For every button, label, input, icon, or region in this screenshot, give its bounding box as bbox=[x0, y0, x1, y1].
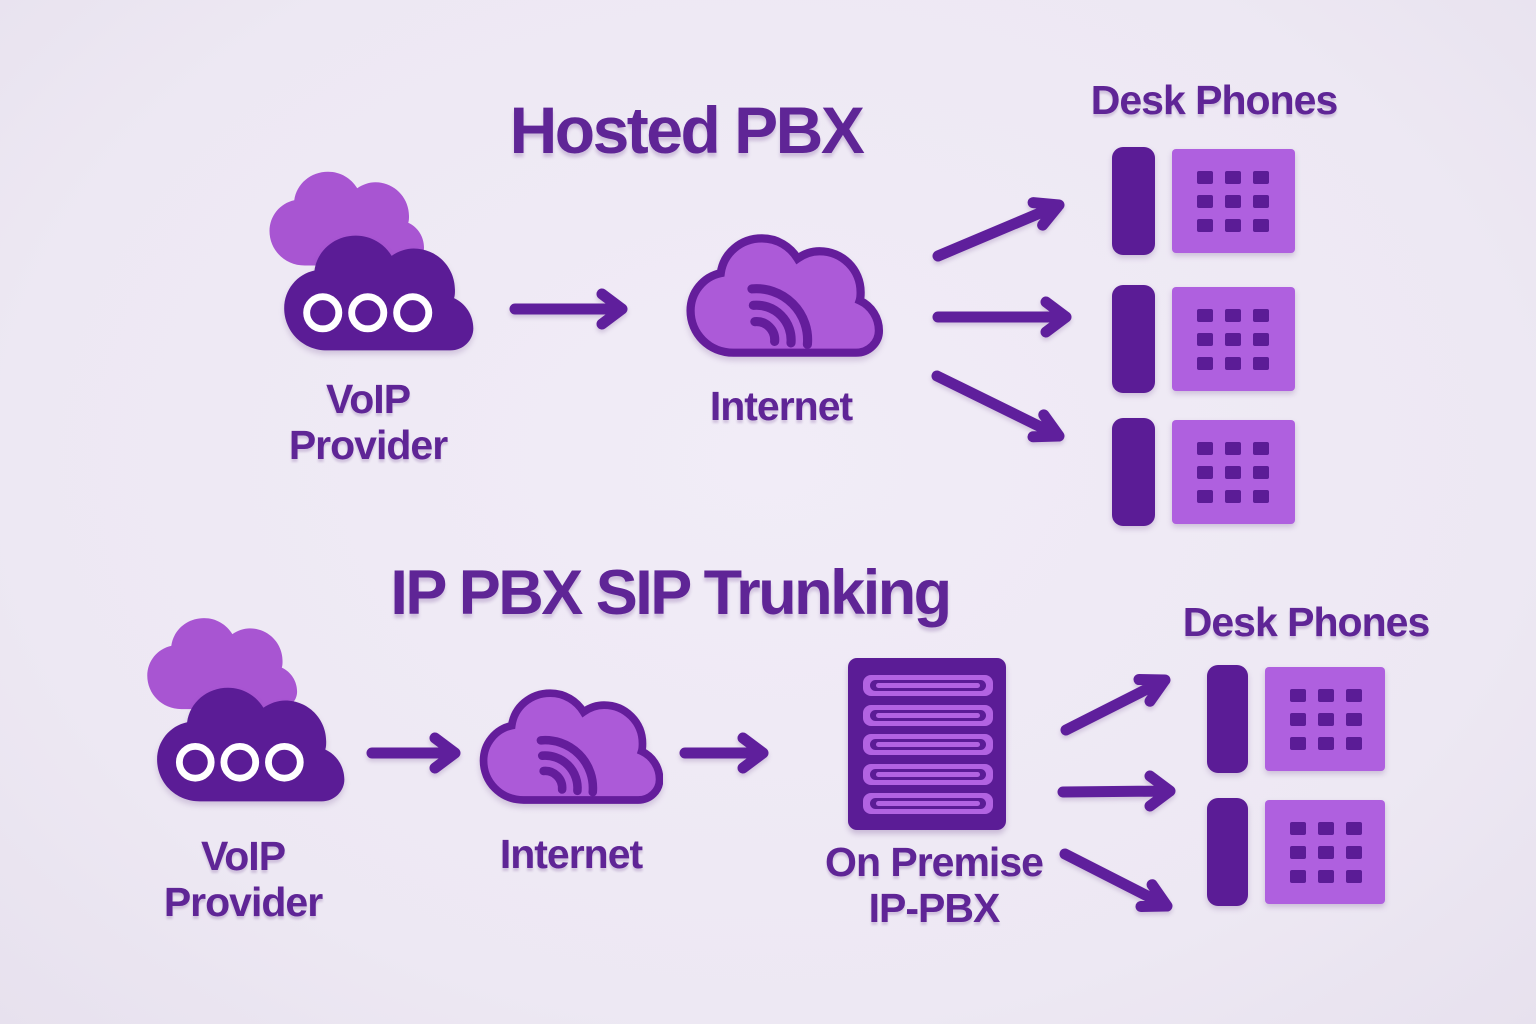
sip-trunking-title: IP PBX SIP Trunking bbox=[390, 558, 952, 628]
desk-phone-icon bbox=[1207, 665, 1390, 773]
hosted-pbx-title: Hosted PBX bbox=[509, 93, 865, 167]
voip-provider-label-line2: Provider bbox=[288, 421, 448, 468]
arrow-up-right-icon bbox=[1060, 674, 1171, 736]
phone-keypad-icon bbox=[1290, 689, 1362, 750]
phone-handset-icon bbox=[1112, 418, 1155, 526]
arrow-down-right-icon bbox=[1059, 848, 1173, 912]
internet-cloud-icon bbox=[677, 232, 887, 360]
phone-handset-icon bbox=[1112, 147, 1155, 255]
server-slot-icon bbox=[863, 763, 993, 785]
phone-handset-icon bbox=[1207, 798, 1248, 906]
voip-provider-label-line1: VoIP bbox=[200, 833, 286, 879]
hosted-pbx-section: Hosted PBX VoIP Provider Internet Desk bbox=[238, 77, 1339, 526]
internet-cloud-icon bbox=[475, 684, 663, 810]
phone-body-icon bbox=[1265, 800, 1385, 904]
server-slot-icon bbox=[863, 675, 993, 696]
arrow-right-icon bbox=[679, 732, 769, 774]
server-slot-icon bbox=[863, 704, 993, 726]
phone-body-icon bbox=[1172, 149, 1295, 253]
desk-phone-icon bbox=[1207, 798, 1390, 906]
provider-dot-icon bbox=[175, 742, 215, 782]
voip-provider-label: VoIP Provider bbox=[238, 376, 498, 469]
desk-phone-icon bbox=[1112, 418, 1295, 526]
provider-dot-icon bbox=[348, 293, 388, 333]
provider-dot-icon bbox=[220, 742, 260, 782]
arrow-right-icon bbox=[932, 296, 1072, 338]
server-slot-icon bbox=[863, 734, 993, 755]
wifi-signal-icon bbox=[747, 284, 813, 349]
arrow-right-icon bbox=[1057, 770, 1176, 812]
phone-keypad-icon bbox=[1197, 442, 1269, 503]
internet-label: Internet bbox=[709, 383, 853, 429]
phone-keypad-icon bbox=[1197, 171, 1269, 232]
phone-body-icon bbox=[1172, 420, 1295, 524]
desk-phone-icon bbox=[1112, 147, 1295, 255]
arrow-right-icon bbox=[509, 288, 628, 330]
voip-provider-label: VoIP Provider bbox=[113, 833, 373, 926]
provider-dot-icon bbox=[265, 742, 304, 782]
voip-provider-cloud-icon bbox=[284, 235, 474, 351]
provider-dot-icon bbox=[393, 293, 433, 333]
phone-body-icon bbox=[1172, 287, 1295, 391]
arrow-up-right-icon bbox=[932, 197, 1065, 262]
phone-handset-icon bbox=[1207, 665, 1248, 773]
phone-keypad-icon bbox=[1290, 822, 1362, 883]
on-premise-label-line1: On Premise bbox=[825, 839, 1044, 885]
arrow-right-icon bbox=[366, 732, 461, 774]
server-icon bbox=[848, 658, 1006, 830]
desk-phone-icon bbox=[1112, 285, 1295, 393]
arrow-down-right-icon bbox=[931, 370, 1065, 443]
desk-phones-label: Desk Phones bbox=[1182, 599, 1431, 645]
desk-phones-label: Desk Phones bbox=[1090, 77, 1339, 123]
server-slot-icon bbox=[863, 793, 993, 814]
voip-provider-cloud-icon bbox=[157, 687, 345, 802]
wifi-signal-icon bbox=[536, 735, 598, 797]
phone-handset-icon bbox=[1112, 285, 1155, 393]
voip-provider-label-line2: Provider bbox=[163, 878, 323, 925]
internet-label: Internet bbox=[499, 831, 643, 877]
phone-keypad-icon bbox=[1197, 309, 1269, 370]
phone-body-icon bbox=[1265, 667, 1385, 771]
provider-dot-icon bbox=[303, 293, 343, 333]
on-premise-label-line2: IP-PBX bbox=[868, 884, 1001, 931]
ip-pbx-sip-trunking-section: IP PBX SIP Trunking VoIP Provider Intern… bbox=[0, 540, 1536, 1024]
voip-provider-label-line1: VoIP bbox=[325, 376, 411, 422]
on-premise-pbx-label: On Premise IP-PBX bbox=[784, 839, 1084, 932]
